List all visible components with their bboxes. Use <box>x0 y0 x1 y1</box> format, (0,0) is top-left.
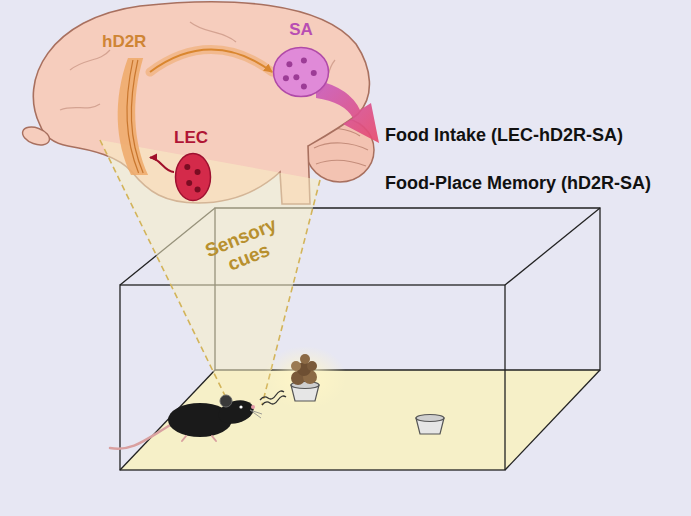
mouse-tail <box>110 424 172 449</box>
lec-region: LEC <box>174 152 212 202</box>
mouse-ear <box>220 395 232 407</box>
pathway-band <box>150 50 272 73</box>
region-blob <box>176 154 211 201</box>
neuron-dot <box>286 61 292 67</box>
smell-waves <box>260 391 286 405</box>
outcome-text: Food Intake (LEC-hD2R-SA) <box>385 124 623 146</box>
pathway-line <box>150 157 174 172</box>
cue-text: Sensory cues <box>195 211 296 284</box>
brain <box>20 2 374 204</box>
mouse <box>110 395 262 449</box>
mouse-feet <box>182 436 216 441</box>
region-blob <box>274 48 329 97</box>
region-shape <box>112 58 150 175</box>
pathway-connector <box>150 157 174 172</box>
arena-floor <box>120 370 600 470</box>
outcome-text: Food-Place Memory (hD2R-SA) <box>385 172 651 194</box>
olfactory-bulb <box>20 124 52 149</box>
region-label: LEC <box>174 128 208 148</box>
neuron-dot <box>311 70 317 76</box>
region-label: hD2R <box>102 32 146 52</box>
hd2r-band <box>118 58 148 175</box>
region-label: SA <box>289 20 313 40</box>
cup-rim <box>416 415 444 422</box>
hd2r-fibers <box>127 60 143 173</box>
neuron-dot <box>283 75 289 81</box>
cone-edge <box>100 140 232 410</box>
mouse-eye <box>239 405 242 408</box>
hd2r-region: hD2R <box>112 58 150 175</box>
arena-front-edges <box>120 285 505 470</box>
output-arrow <box>316 80 379 143</box>
food-glow <box>263 346 347 410</box>
mouse-whiskers <box>250 410 262 418</box>
region-shape <box>272 46 330 98</box>
region-shape <box>174 152 212 202</box>
neuron-dot <box>195 187 201 193</box>
food-pellet <box>300 354 310 364</box>
neuron-dot <box>301 84 307 90</box>
cerebrum <box>33 2 369 204</box>
food-cup <box>291 354 319 401</box>
pathway-line <box>150 50 272 73</box>
food-pellet <box>291 361 301 371</box>
neuron-dot <box>195 169 201 175</box>
neuron-dot <box>293 74 299 80</box>
mouse-nose <box>251 405 255 409</box>
arena-edge <box>505 208 600 285</box>
empty-cup <box>416 415 444 435</box>
sa-region: SA <box>272 46 330 98</box>
neuron-dot <box>301 58 307 64</box>
arena-edge <box>505 370 600 470</box>
pathway-connector <box>150 50 272 73</box>
neuron-dot <box>184 164 190 170</box>
neuron-dot <box>186 180 192 186</box>
